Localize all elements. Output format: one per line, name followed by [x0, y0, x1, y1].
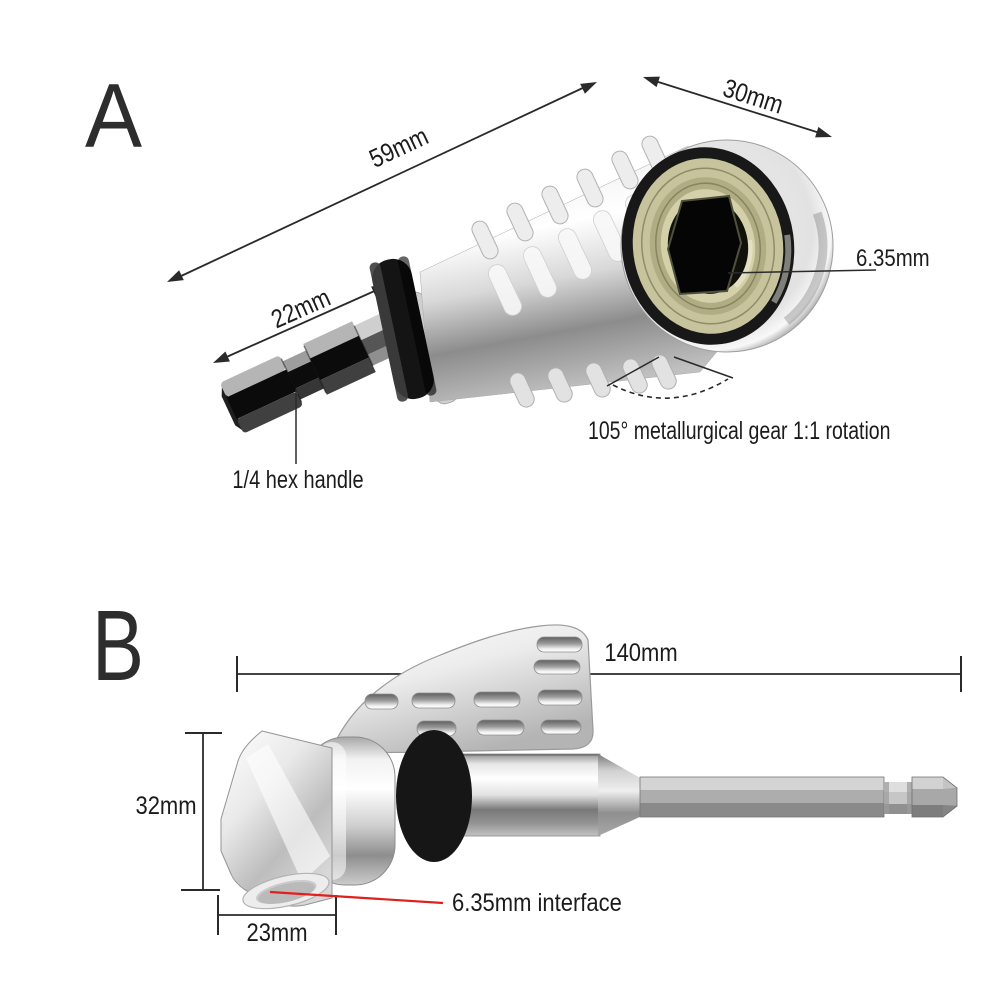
section-b: B 140mm [92, 591, 962, 947]
face-ring-a [620, 139, 834, 353]
hex-handle-label: 1/4 hex handle [232, 466, 363, 494]
dim-30-arrow [643, 76, 832, 138]
arrowhead-right [580, 82, 597, 94]
section-b-label: B [92, 591, 144, 703]
fin-slot [540, 719, 582, 735]
arrowhead-left [213, 351, 230, 363]
tool-a-illustration [221, 135, 834, 433]
dim-140 [236, 656, 962, 692]
interface-leader-line [269, 890, 444, 905]
fin-slots [364, 636, 583, 737]
fin-slot [533, 659, 581, 675]
dim-23 [217, 895, 337, 935]
fin-slot [364, 693, 399, 710]
socket-leader-line [727, 269, 877, 274]
face-shadow-arc [626, 145, 828, 347]
flange-teeth-top [471, 135, 669, 260]
arrowhead-left [167, 270, 184, 282]
arrowhead-left [643, 76, 660, 88]
shaft-end-cap [911, 776, 958, 818]
fin-slot [473, 691, 521, 708]
fin-slot [537, 689, 583, 706]
hex-shank-a [221, 306, 415, 433]
shaft-groove [884, 782, 912, 814]
dim-59-arrow [167, 82, 597, 282]
dim-140-label: 140mm [604, 639, 677, 667]
collar-ring-a [369, 256, 437, 402]
section-a-label: A [85, 65, 142, 167]
angle-indicator [606, 356, 734, 399]
dim-30-label: 30mm [719, 74, 786, 120]
hex-socket [666, 194, 743, 296]
fin-slot [536, 636, 583, 653]
taper-cone [598, 754, 642, 836]
dark-ring [396, 730, 472, 862]
section-a: A 59mm 30mm 22mm [85, 65, 930, 494]
dim-59-label: 59mm [365, 122, 433, 174]
dim-23-label: 23mm [246, 919, 307, 947]
arrowhead-right [815, 126, 832, 138]
elbow-highlight [246, 744, 330, 882]
fin-slot [476, 719, 525, 736]
flange-teeth-bottom [509, 354, 677, 408]
interface-label: 6.35mm interface [452, 889, 622, 917]
dim-32-label: 32mm [135, 792, 196, 820]
dim-22-label: 22mm [267, 283, 335, 335]
tool-b-illustration [220, 624, 958, 910]
fin-slot [411, 692, 456, 709]
dim-32 [181, 732, 222, 891]
rotation-note-label: 105° metallurgical gear 1:1 rotation [588, 417, 890, 445]
socket-dim-label: 6.35mm [856, 244, 930, 271]
hex-shaft [639, 776, 885, 818]
